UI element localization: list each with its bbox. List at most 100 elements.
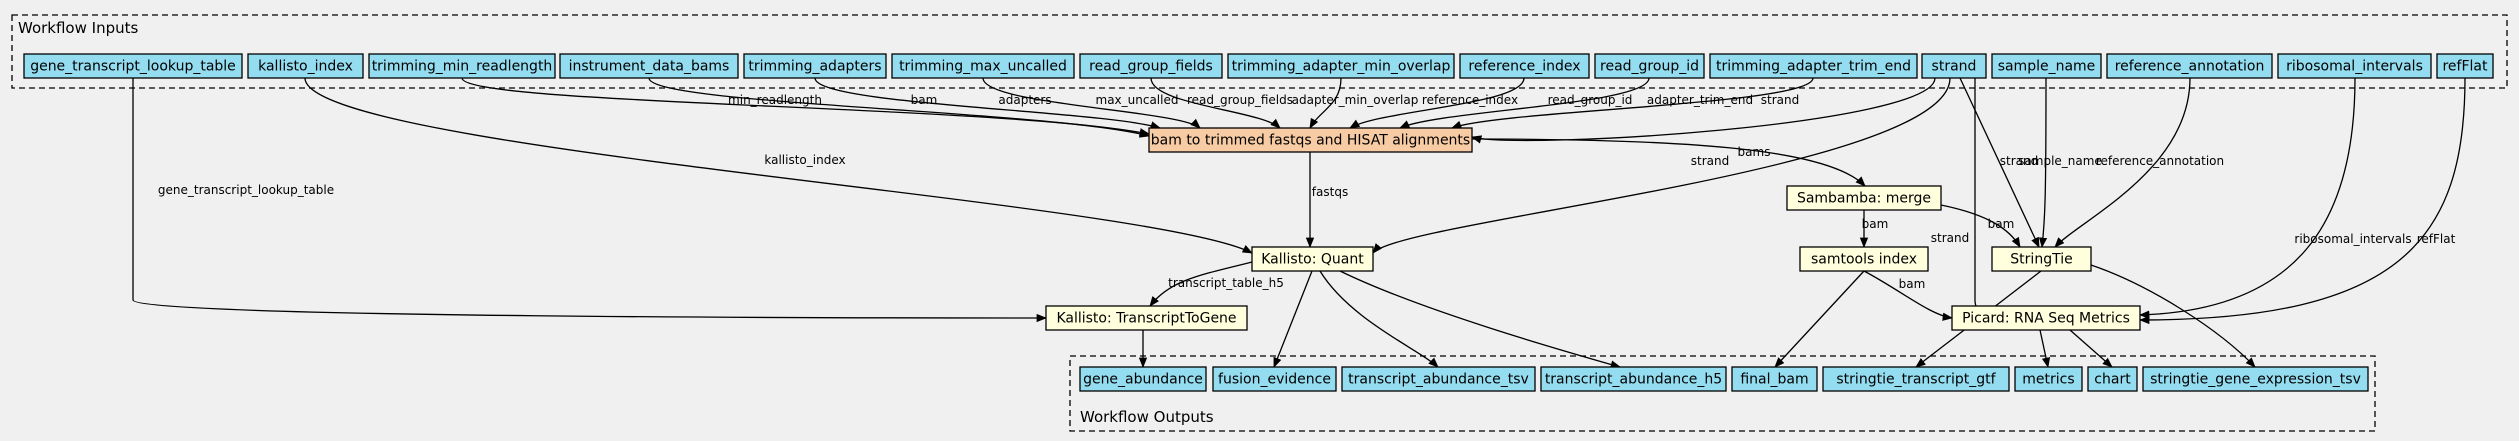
edge-kallisto-quant-to-transcript-to-gene [1149, 261, 1253, 307]
edge-trimming-adapter-trim-end-to-bam-to-trimmed [1451, 77, 1814, 129]
edge-label: gene_transcript_lookup_table [158, 183, 334, 197]
input-node-trimming-adapter-min-overlap[interactable]: trimming_adapter_min_overlap [1227, 53, 1455, 79]
output-node-label: metrics [2022, 372, 2074, 388]
input-node-trimming-adapters[interactable]: trimming_adapters [743, 53, 887, 79]
edge-refflat-to-picard [2138, 77, 2466, 325]
output-node-label: chart [2094, 372, 2131, 388]
output-node-gene-abundance[interactable]: gene_abundance [1079, 366, 1207, 392]
edge-label: strand [1761, 93, 1799, 107]
step-node-kallisto-quant[interactable]: Kallisto: Quant [1251, 246, 1374, 272]
input-node-label: trimming_max_uncalled [899, 59, 1067, 75]
step-node-label: Kallisto: Quant [1261, 252, 1364, 268]
edge-instrument-data-bams-to-bam-to-trimmed [648, 77, 1151, 138]
step-node-sambamba[interactable]: Sambamba: merge [1786, 185, 1942, 211]
edge-label: fastqs [1312, 185, 1348, 199]
step-node-label: bam to trimmed fastqs and HISAT alignmen… [1151, 133, 1470, 149]
edge-kallisto-quant-to-transcript-abundance-h5 [1339, 270, 1622, 369]
output-node-transcript-abundance-h5[interactable]: transcript_abundance_h5 [1540, 366, 1727, 392]
output-node-label: stringtie_gene_expression_tsv [2150, 372, 2361, 388]
edge-label: bams [1738, 145, 1771, 159]
step-node-transcript-to-gene[interactable]: Kallisto: TranscriptToGene [1045, 305, 1248, 331]
edge-kallisto-quant-to-fusion-evidence [1273, 270, 1313, 368]
edge-reference-index-to-bam-to-trimmed [1349, 77, 1525, 129]
output-node-chart[interactable]: chart [2087, 366, 2138, 392]
input-node-label: reference_annotation [2115, 59, 2265, 75]
edge-picard-to-metrics [2039, 329, 2051, 369]
edge-label: read_group_fields [1187, 93, 1293, 107]
input-node-label: read_group_id [1600, 59, 1699, 75]
output-node-stringtie-transcript-gtf[interactable]: stringtie_transcript_gtf [1822, 366, 2010, 392]
input-node-label: trimming_adapter_trim_end [1716, 59, 1911, 75]
step-node-label: StringTie [2010, 252, 2072, 268]
edge-label: min_readlength [728, 93, 822, 107]
input-node-read-group-fields[interactable]: read_group_fields [1079, 53, 1223, 79]
step-node-label: Picard: RNA Seq Metrics [1962, 311, 2130, 327]
input-node-refflat[interactable]: refFlat [2436, 53, 2494, 79]
input-node-trimming-adapter-trim-end[interactable]: trimming_adapter_trim_end [1709, 53, 1918, 79]
input-node-ribosomal-intervals[interactable]: ribosomal_intervals [2277, 53, 2432, 79]
input-node-label: trimming_adapter_min_overlap [1232, 59, 1451, 75]
output-node-label: transcript_abundance_h5 [1545, 372, 1722, 388]
input-node-label: reference_index [1468, 59, 1580, 75]
edge-sambamba-to-stringtie [1940, 204, 2021, 248]
input-node-trimming-min-readlength[interactable]: trimming_min_readlength [368, 53, 556, 79]
input-node-label: ribosomal_intervals [2286, 59, 2423, 75]
output-node-metrics[interactable]: metrics [2014, 366, 2083, 392]
edge-picard-to-chart [2069, 329, 2113, 368]
edge-label: reference_annotation [2096, 154, 2224, 168]
edge-label: bam [1988, 217, 2015, 231]
workflow-inputs-label: Workflow Inputs [18, 19, 138, 37]
edge-bam-to-trimmed-to-sambamba [1471, 138, 1866, 187]
edge-strand-to-kallisto-quant [1372, 77, 1951, 254]
step-node-bam-to-trimmed[interactable]: bam to trimmed fastqs and HISAT alignmen… [1148, 127, 1473, 153]
step-node-label: Sambamba: merge [1797, 191, 1931, 207]
edge-trimming-max-uncalled-to-bam-to-trimmed [982, 77, 1201, 129]
edge-read-group-id-to-bam-to-trimmed [1399, 77, 1650, 129]
step-node-label: samtools index [1811, 252, 1917, 268]
edge-sample-name-to-stringtie [2038, 77, 2048, 249]
input-node-gene-transcript-lookup-table[interactable]: gene_transcript_lookup_table [23, 53, 243, 79]
output-node-label: stringtie_transcript_gtf [1836, 372, 1996, 388]
input-node-label: trimming_min_readlength [372, 59, 553, 75]
input-node-reference-annotation[interactable]: reference_annotation [2106, 53, 2273, 79]
step-node-stringtie[interactable]: StringTie [1991, 246, 2092, 272]
edge-label: ribosomal_intervals [2294, 232, 2411, 246]
workflow-outputs-label: Workflow Outputs [1080, 408, 1214, 426]
output-node-fusion-evidence[interactable]: fusion_evidence [1212, 366, 1337, 392]
edge-label: refFlat [2417, 232, 2456, 246]
step-node-picard[interactable]: Picard: RNA Seq Metrics [1951, 305, 2141, 331]
step-node-samtools[interactable]: samtools index [1799, 246, 1929, 272]
edge-trimming-adapter-min-overlap-to-bam-to-trimmed [1309, 77, 1342, 129]
workflow-outputs-cluster [1069, 355, 2376, 432]
edge-samtools-to-final-bam [1774, 270, 1865, 368]
input-node-instrument-data-bams[interactable]: instrument_data_bams [559, 53, 739, 79]
edge-strand-to-bam-to-trimmed [1470, 77, 1936, 144]
edge-label: strand [2000, 154, 2038, 168]
edge-label: adapter_min_overlap [1292, 93, 1419, 107]
edge-label: bam [911, 93, 938, 107]
edge-label: sample_name [2018, 154, 2102, 168]
output-node-stringtie-gene-expression-tsv[interactable]: stringtie_gene_expression_tsv [2142, 366, 2369, 392]
edge-label: reference_index [1422, 93, 1518, 107]
input-node-kallisto-index[interactable]: kallisto_index [247, 53, 364, 79]
input-node-read-group-id[interactable]: read_group_id [1594, 53, 1705, 79]
output-node-final-bam[interactable]: final_bam [1731, 366, 1818, 392]
input-node-label: gene_transcript_lookup_table [30, 59, 236, 75]
edge-kallisto-quant-to-transcript-abundance-tsv [1319, 270, 1439, 368]
edge-label: strand [1691, 154, 1729, 168]
input-node-trimming-max-uncalled[interactable]: trimming_max_uncalled [891, 53, 1075, 79]
output-node-label: gene_abundance [1083, 372, 1203, 388]
workflow-inputs-cluster [11, 14, 2508, 89]
edge-label: transcript_table_h5 [1168, 276, 1284, 290]
edge-label: strand [1931, 231, 1969, 245]
input-node-strand[interactable]: strand [1921, 53, 1987, 79]
edge-trimming-adapters-to-bam-to-trimmed [814, 77, 1161, 130]
input-node-label: read_group_fields [1089, 59, 1213, 75]
edge-strand-to-stringtie [1959, 77, 2040, 248]
input-node-reference-index[interactable]: reference_index [1459, 53, 1590, 79]
output-node-label: fusion_evidence [1218, 372, 1331, 388]
edge-strand-to-picard [1974, 78, 1996, 316]
output-node-transcript-abundance-tsv[interactable]: transcript_abundance_tsv [1341, 366, 1536, 392]
edge-label: max_uncalled [1096, 93, 1179, 107]
input-node-sample-name[interactable]: sample_name [1991, 53, 2102, 79]
